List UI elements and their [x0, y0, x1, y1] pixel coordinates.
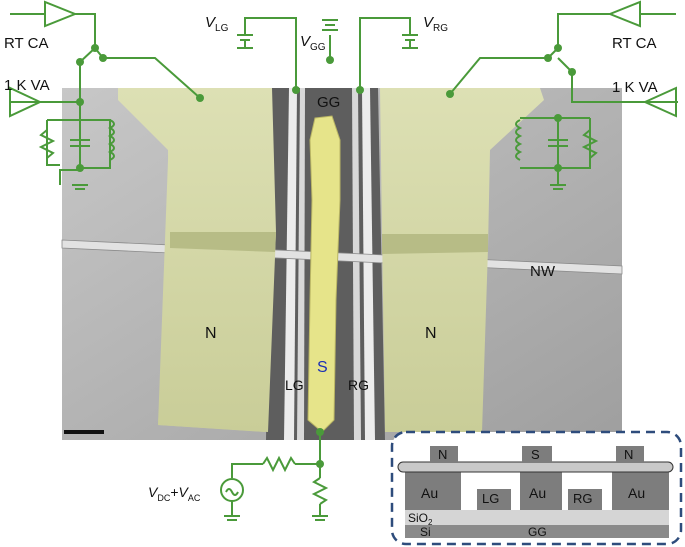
inductor-icon: [107, 119, 115, 161]
wire-rg: [359, 17, 411, 90]
wire: [231, 463, 263, 478]
wire: [46, 120, 60, 166]
inductor-icon: [515, 119, 523, 161]
junction-dot: [554, 114, 562, 122]
junction-dot: [196, 94, 204, 102]
nw-label: NW: [530, 263, 556, 280]
n-lead-left-body: [118, 88, 276, 432]
wire: [47, 119, 111, 169]
junction-dot: [544, 54, 552, 62]
resistor-icon: [311, 477, 329, 505]
junction-dot: [554, 164, 562, 172]
n-lead-right-step: [382, 234, 488, 254]
n-lead-left-step: [170, 232, 276, 252]
junction-dot: [356, 86, 364, 94]
rg-gate-line-2: [362, 88, 375, 440]
n-lead-right: [380, 88, 544, 432]
lg-block: [477, 489, 511, 510]
s-label: S: [317, 359, 328, 376]
lg-gate-line: [284, 88, 297, 440]
cross-section-inset: N S N Au LG Au RG Au SiO2 Si GG: [390, 430, 683, 546]
inset-si: Si: [420, 525, 431, 539]
inset-lg: LG: [482, 491, 499, 506]
inset-gg: GG: [528, 525, 547, 539]
ac-source-icon: [220, 478, 244, 502]
inset-s: S: [531, 447, 540, 462]
junction-dot: [99, 54, 107, 62]
wire-lg: [244, 17, 297, 90]
n-contact-2: [616, 446, 644, 462]
rt-ca-left-label: RT CA: [4, 35, 48, 52]
junction-dot: [554, 44, 562, 52]
v-rg-label: VRG: [423, 14, 448, 34]
n-contact-1: [430, 446, 458, 462]
au-block-2: [520, 470, 562, 510]
junction-dot: [326, 56, 334, 64]
scale-bar: [64, 430, 104, 434]
resistor-icon: [262, 455, 296, 473]
wire: [557, 13, 610, 48]
n-right-label: N: [425, 325, 437, 342]
inset-au3: Au: [628, 485, 645, 501]
lg-label: LG: [285, 377, 304, 393]
lg-gate-line-2: [297, 88, 305, 440]
inset-au2: Au: [529, 485, 546, 501]
junction-dot: [91, 44, 99, 52]
junction-dot: [316, 460, 324, 468]
nanowire-cross: [397, 461, 674, 473]
au-block-1: [405, 470, 461, 510]
junction-dot: [292, 86, 300, 94]
inset-n1: N: [438, 447, 447, 462]
inset-n2: N: [624, 447, 633, 462]
rt-ca-left-amp-icon: [10, 0, 78, 28]
va-right-label: 1 K VA: [612, 79, 658, 96]
rt-ca-right-label: RT CA: [612, 35, 656, 52]
junction-dot: [568, 68, 576, 76]
rt-ca-right-amp-icon: [607, 0, 676, 28]
va-left-amp-icon: [9, 86, 43, 118]
rg-gate-line: [352, 88, 361, 440]
sio2-layer: [405, 510, 669, 525]
va-right-amp-icon: [642, 86, 677, 118]
junction-dot: [76, 98, 84, 106]
sine-icon: [225, 488, 239, 496]
wire: [75, 13, 96, 48]
wire: [59, 102, 81, 185]
wire: [449, 57, 548, 95]
inset-au1: Au: [421, 485, 438, 501]
s-contact: [522, 446, 552, 462]
vdc-vac-label: VDC+VAC: [148, 484, 201, 503]
au-block-3: [612, 470, 669, 510]
gg-label: GG: [317, 94, 340, 111]
va-left-label: 1 K VA: [4, 77, 50, 94]
v-lg-label: VLG: [205, 14, 229, 34]
junction-dot: [446, 90, 454, 98]
si-layer: [405, 525, 669, 538]
inset-rg: RG: [573, 491, 593, 506]
inset-sio2: SiO2: [408, 511, 433, 527]
resistor-icon: [38, 129, 56, 159]
rg-label: RG: [348, 377, 369, 393]
junction-dot: [316, 428, 324, 436]
wire: [103, 57, 201, 99]
wire: [520, 118, 591, 169]
junction-dot: [76, 58, 84, 66]
rg-block: [568, 489, 602, 510]
n-left-label: N: [205, 325, 217, 342]
junction-dot: [76, 164, 84, 172]
s-lead: [307, 115, 341, 433]
v-gg-label: VGG: [300, 33, 326, 53]
